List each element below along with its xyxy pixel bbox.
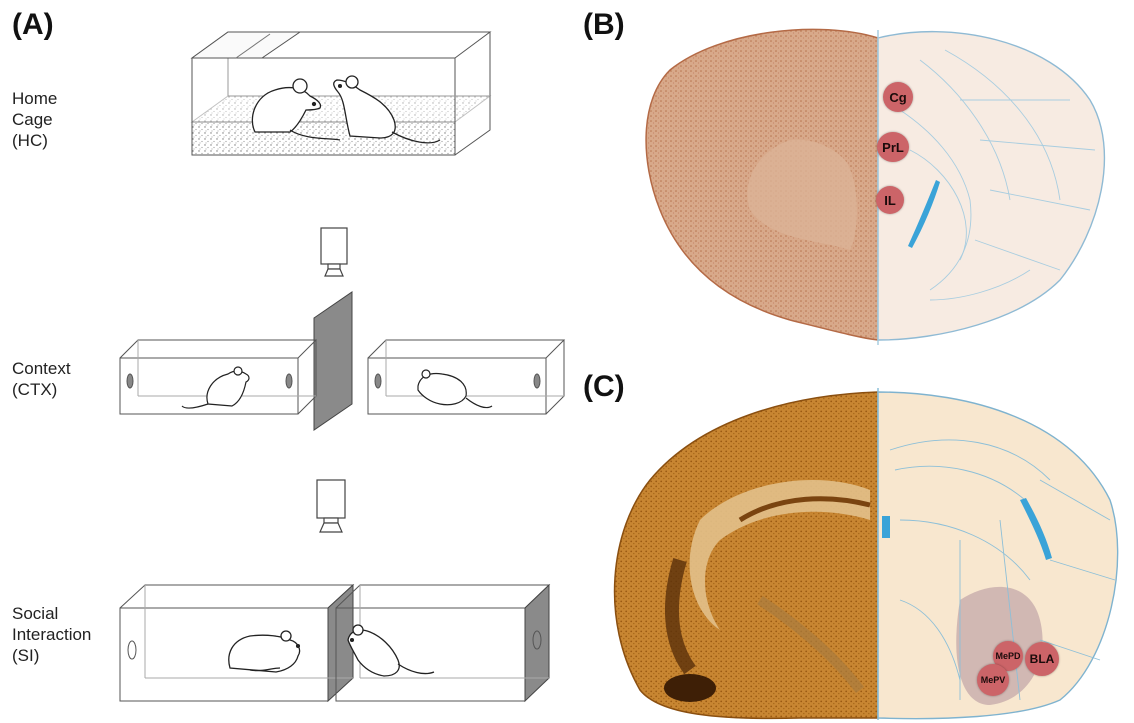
context-mouse-left [182, 367, 249, 408]
panel-c-label: (C) [583, 372, 625, 402]
roi-il: IL [876, 186, 904, 214]
divider-panel [314, 292, 352, 430]
roi-cg: Cg [883, 82, 913, 112]
context-mouse-right [418, 370, 492, 408]
camera-icon-2 [317, 480, 345, 532]
panel-a-diagram [0, 0, 580, 723]
si-mouse-right [348, 625, 434, 676]
context-box-right [368, 340, 564, 414]
roi-mepv: MePV [977, 664, 1009, 696]
panel-b-label: (B) [583, 10, 625, 40]
roi-bla: BLA [1025, 642, 1059, 676]
roi-prl: PrL [877, 132, 909, 162]
si-mouse-left [229, 631, 300, 672]
camera-icon [321, 228, 347, 276]
